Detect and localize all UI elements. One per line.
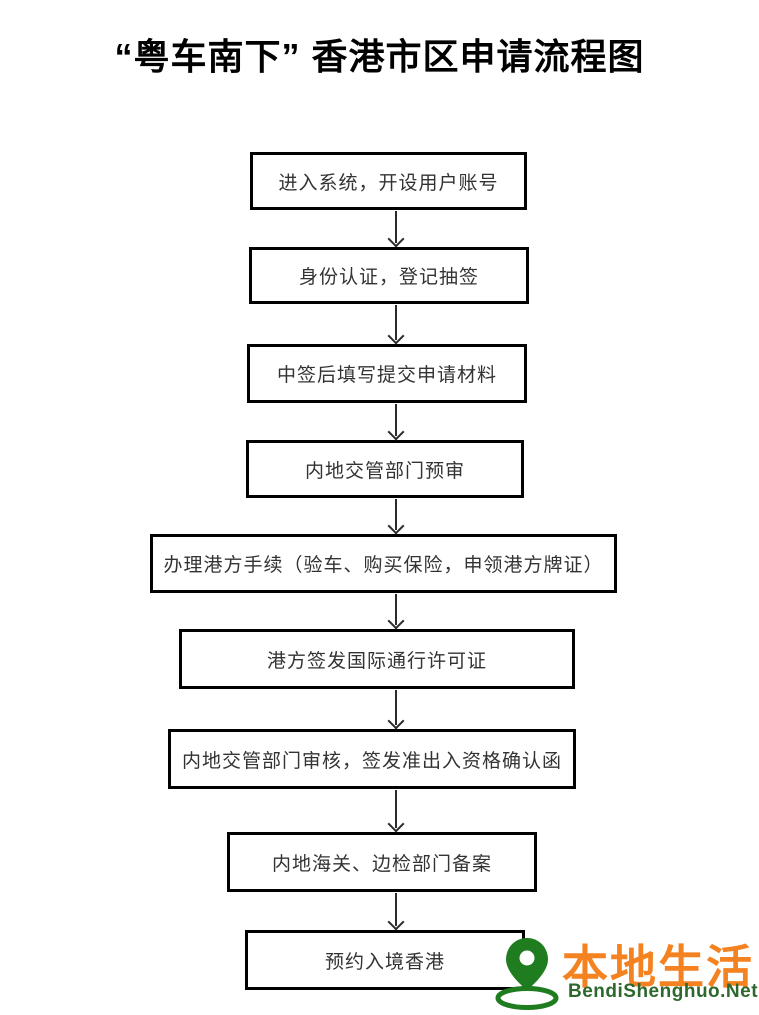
flow-arrow-4-5 (388, 499, 404, 534)
flow-step-7: 内地交管部门审核，签发准出入资格确认函 (168, 729, 576, 789)
flow-step-5: 办理港方手续（验车、购买保险，申领港方牌证） (150, 534, 617, 593)
flow-step-9: 预约入境香港 (245, 930, 525, 990)
flow-arrow-8-9 (388, 893, 404, 930)
flow-arrow-1-2 (388, 211, 404, 247)
location-pin-icon (494, 938, 560, 1015)
flow-arrow-5-6 (388, 594, 404, 629)
flow-step-8: 内地海关、边检部门备案 (227, 832, 537, 892)
flow-arrow-2-3 (388, 305, 404, 344)
flow-step-1: 进入系统，开设用户账号 (250, 152, 527, 210)
flow-step-3: 中签后填写提交申请材料 (247, 344, 527, 403)
flow-arrow-7-8 (388, 790, 404, 832)
brand-name-cn: 本地生活 (562, 941, 754, 993)
brand-site-url: BendiShenghuo.Net (568, 981, 759, 1002)
flow-step-6: 港方签发国际通行许可证 (179, 629, 575, 689)
flow-step-4: 内地交管部门预审 (246, 440, 524, 498)
brand-logo: 本地生活 BendiShenghuo.Net (494, 930, 759, 1013)
flow-arrow-3-4 (388, 404, 404, 440)
flow-arrow-6-7 (388, 690, 404, 729)
page-title: “粤车南下” 香港市区申请流程图 (114, 36, 645, 77)
flow-step-2: 身份认证，登记抽签 (249, 247, 529, 304)
